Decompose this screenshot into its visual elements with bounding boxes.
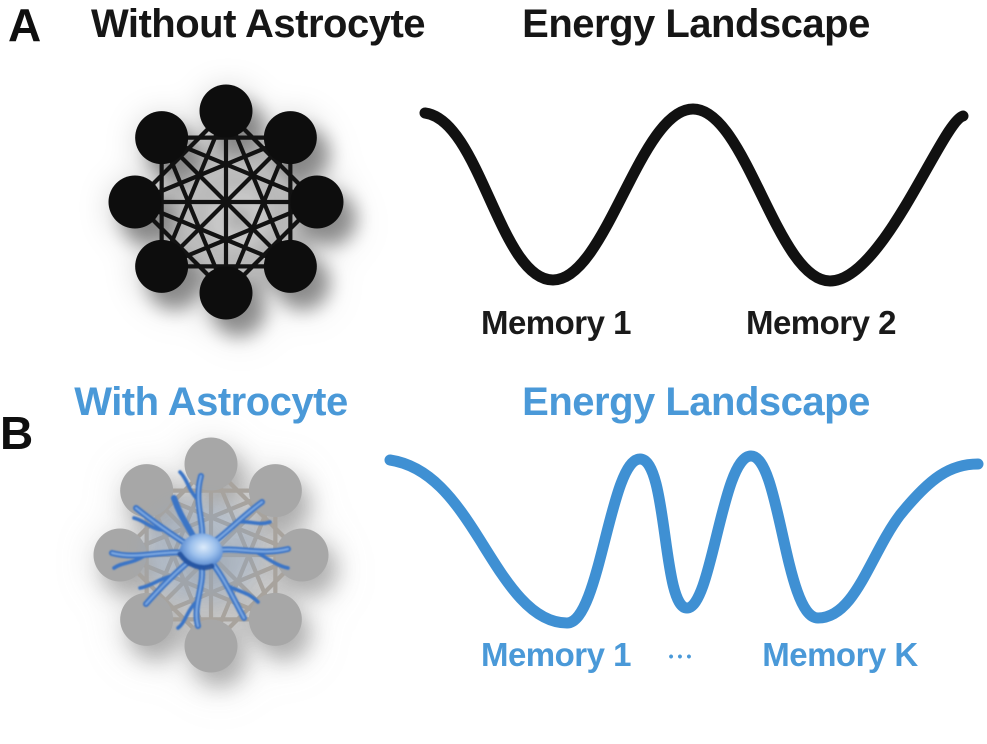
neuron-node	[263, 111, 317, 165]
neuron-node	[184, 619, 238, 673]
double-well-curve	[419, 103, 969, 287]
synapse-edge	[160, 135, 318, 204]
neuron-node	[135, 239, 189, 293]
ellipsis-dots: •••	[668, 648, 696, 664]
panel-a-letter: A	[8, 0, 42, 51]
neuron-node	[120, 464, 174, 518]
network-neuron-nodes	[93, 437, 329, 673]
neuron-node	[275, 528, 329, 582]
neuron-node	[248, 592, 302, 646]
panel-b-letter: B	[0, 407, 34, 459]
network-with-astrocyte	[93, 437, 329, 673]
energy-landscape-curve-b	[384, 450, 984, 629]
panel-a-network-title: Without Astrocyte	[90, 2, 426, 46]
neuron-node	[263, 239, 317, 293]
neuron-node	[199, 266, 253, 320]
astrocyte-cell	[109, 470, 291, 630]
synapse-edge	[159, 136, 228, 294]
memory-1-label-a: Memory 1	[480, 304, 632, 341]
neuron-node	[184, 437, 238, 491]
panel-b-landscape-title: Energy Landscape	[522, 380, 870, 424]
neuron-node	[108, 175, 162, 229]
network-neuron-nodes	[108, 84, 344, 320]
panel-b-network-title: With Astrocyte	[74, 380, 348, 424]
multi-well-curve	[384, 450, 984, 629]
neuron-node	[199, 84, 253, 138]
neuron-node	[135, 111, 189, 165]
energy-landscape-curve-a	[419, 103, 969, 287]
memory-2-label-a: Memory 2	[745, 304, 897, 341]
neuron-node	[120, 592, 174, 646]
network-without-astrocyte	[108, 84, 344, 320]
synapse-edge	[160, 136, 292, 268]
panel-a-landscape-title: Energy Landscape	[522, 2, 870, 46]
neuron-node	[290, 175, 344, 229]
memory-k-label-b: Memory K	[762, 636, 918, 673]
astrocyte-soma	[177, 533, 223, 570]
memory-1-label-b: Memory 1	[480, 636, 632, 673]
